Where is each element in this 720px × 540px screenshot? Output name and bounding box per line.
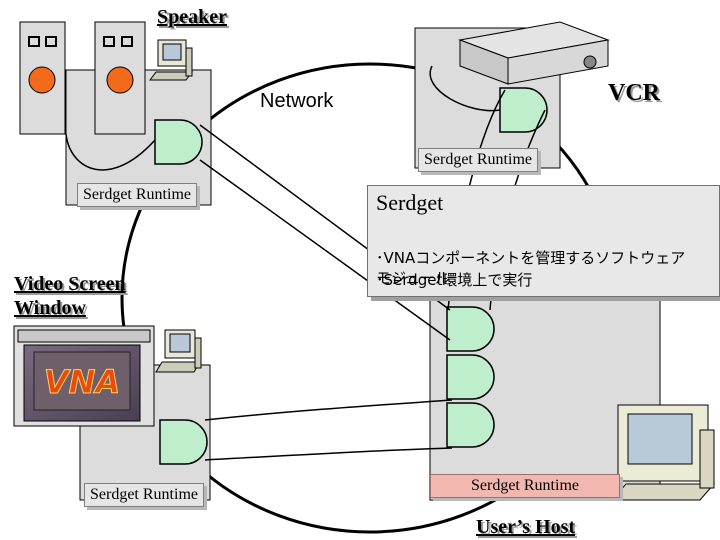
cable-vcr <box>429 65 501 112</box>
video-screen-label: Video Screen Window <box>14 273 126 319</box>
serdget-shape-video <box>159 419 208 465</box>
callout-bullet-2: Serdget環境上で実行 <box>383 271 533 289</box>
band-speaker-lower <box>199 159 451 341</box>
vcr-label: VCR <box>608 80 660 106</box>
cable-speaker <box>65 133 156 171</box>
vcr-icon <box>458 21 610 85</box>
network-label: Network <box>260 90 334 112</box>
band-video-upper <box>204 399 453 421</box>
video-screen-window-icon: VNA <box>13 325 155 427</box>
serdget-callout: Serdget ･VNAコンポーネントを管理するソフトウェア モジュール ･Se… <box>367 185 720 297</box>
serdget-shape-user-3 <box>446 402 495 448</box>
speaker-label: Speaker <box>157 6 227 28</box>
speaker-left-icon <box>19 21 66 135</box>
runtime-label-user-host: Serdget Runtime <box>430 474 620 498</box>
serdget-shape-vcr <box>499 87 548 133</box>
vna-logo: VNA <box>44 363 120 401</box>
computer-icon-user-host <box>610 404 716 501</box>
serdget-shape-speaker <box>154 119 203 165</box>
callout-title: Serdget <box>376 190 444 215</box>
speaker-right-icon <box>94 21 146 135</box>
band-video-lower <box>204 447 453 461</box>
callout-bullet-1: VNAコンポーネントを管理するソフトウェア モジュール <box>376 249 686 287</box>
users-host-label: User’s Host <box>476 516 576 538</box>
runtime-label-vcr-host: Serdget Runtime <box>418 148 538 172</box>
runtime-label-speaker-host: Serdget Runtime <box>77 183 197 207</box>
serdget-shape-user-1 <box>446 306 495 352</box>
bullet-marker-icon: ･ <box>376 249 384 267</box>
serdget-shape-user-2 <box>446 354 495 400</box>
runtime-label-video-host: Serdget Runtime <box>84 483 204 507</box>
computer-icon-video <box>155 329 202 373</box>
bullet-marker-icon: ･ <box>376 271 384 289</box>
computer-icon-speaker <box>149 39 193 81</box>
